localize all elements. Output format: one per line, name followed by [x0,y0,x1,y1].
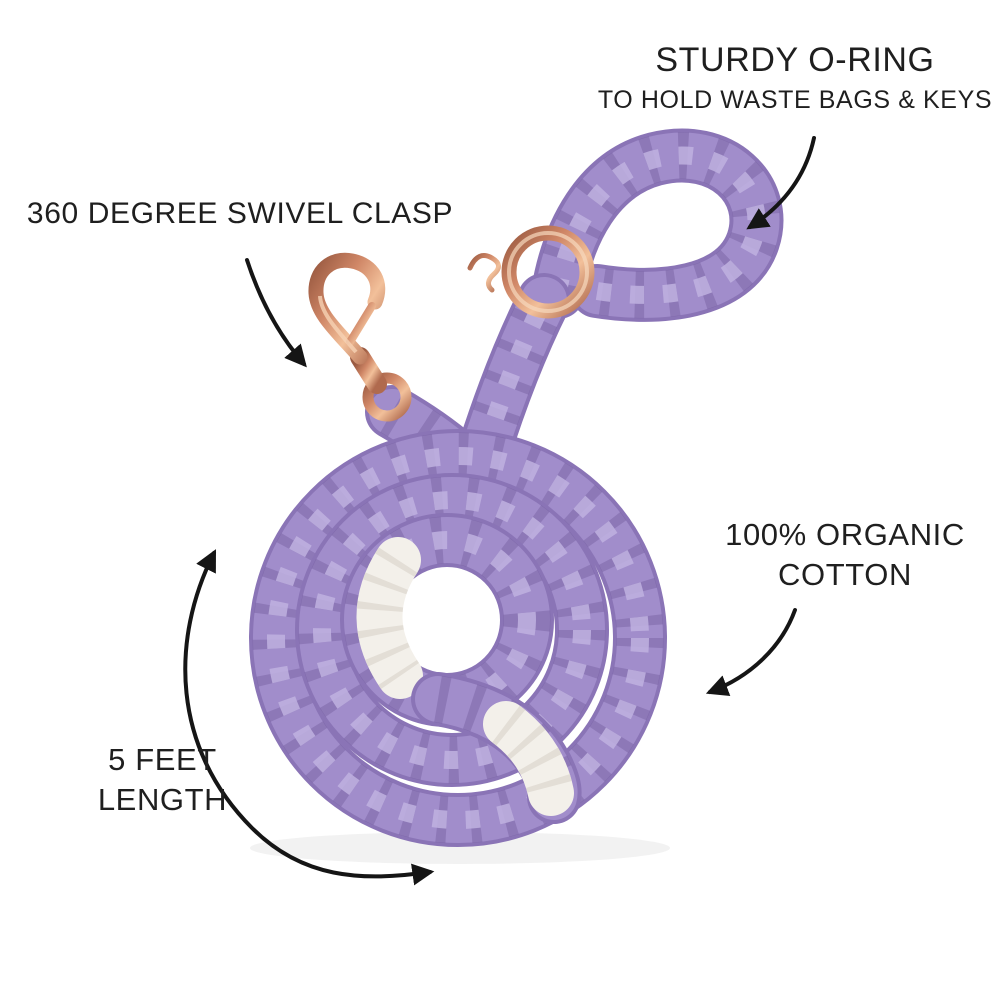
o-ring-subtitle: TO HOLD WASTE BAGS & KEYS [597,86,993,114]
length-line1: 5 FEET [108,742,217,777]
length-span-arrow-icon [183,549,435,886]
length-line2: LENGTH [97,782,228,817]
swivel-clasp [308,252,412,422]
swivel-clasp-label: 360 DEGREE SWIVEL CLASP [26,197,454,230]
organic-cotton-line1: 100% ORGANIC [725,517,965,552]
arrow-to-cotton-rope-icon [705,608,797,697]
o-ring [467,225,595,319]
ring-charm-icon [467,253,501,293]
callout-swivel-clasp: 360 DEGREE SWIVEL CLASP [25,196,455,232]
white-rope-wrap-left [379,560,400,676]
arrow-to-clasp-icon [245,258,307,368]
callout-length: 5 FEET LENGTH [55,740,270,820]
clasp-trigger [346,302,376,346]
arrow-to-o-ring-icon [746,136,816,230]
organic-cotton-line2: COTTON [778,557,912,592]
annotation-arrows [183,136,816,886]
callout-o-ring: STURDY O-RING TO HOLD WASTE BAGS & KEYS [585,40,1000,116]
callout-organic-cotton: 100% ORGANIC COTTON [700,515,990,595]
o-ring-title: STURDY O-RING [655,41,935,79]
clasp-eye [362,372,412,422]
